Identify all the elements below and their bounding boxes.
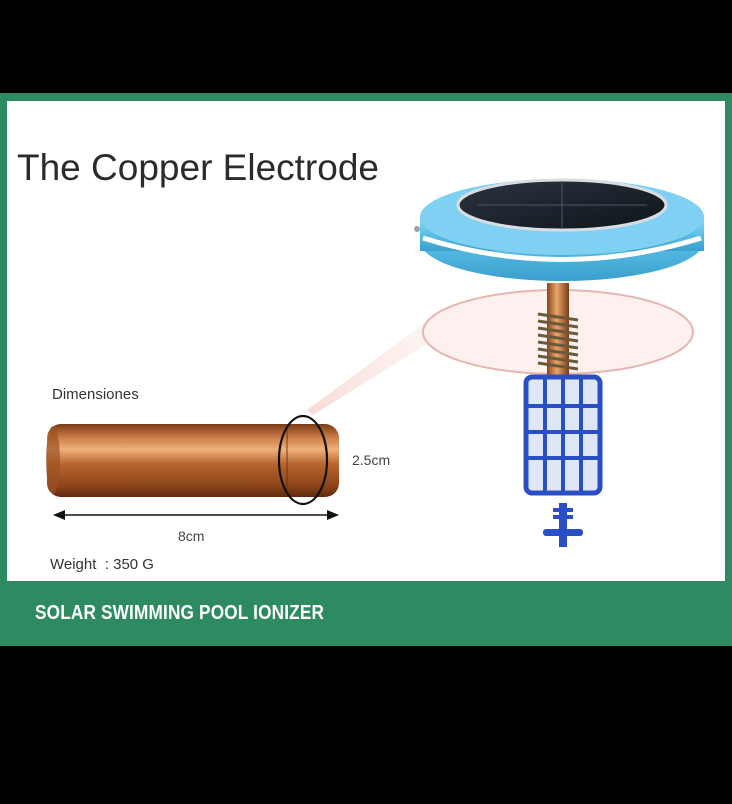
product-card: The Copper Electrode Dimensiones 2.5cm 8… — [0, 93, 732, 646]
weight-value: : 350 G — [104, 556, 154, 573]
dimensions-label: Dimensiones — [52, 386, 139, 403]
weight-line: Weight : 350 G — [50, 556, 154, 573]
copper-electrode-illustration — [46, 414, 339, 506]
weight-label: Weight — [50, 556, 97, 573]
length-label: 8cm — [178, 528, 205, 544]
solar-pool-ionizer-illustration — [414, 178, 704, 547]
diameter-label: 2.5cm — [352, 452, 391, 468]
white-panel: The Copper Electrode Dimensiones 2.5cm 8… — [7, 101, 725, 581]
page-title: The Copper Electrode — [17, 147, 379, 188]
footer-product-name: SOLAR SWIMMING POOL IONIZER — [35, 602, 325, 624]
illustrations — [46, 178, 704, 547]
length-arrow — [53, 510, 339, 520]
callout-lens — [307, 289, 694, 415]
